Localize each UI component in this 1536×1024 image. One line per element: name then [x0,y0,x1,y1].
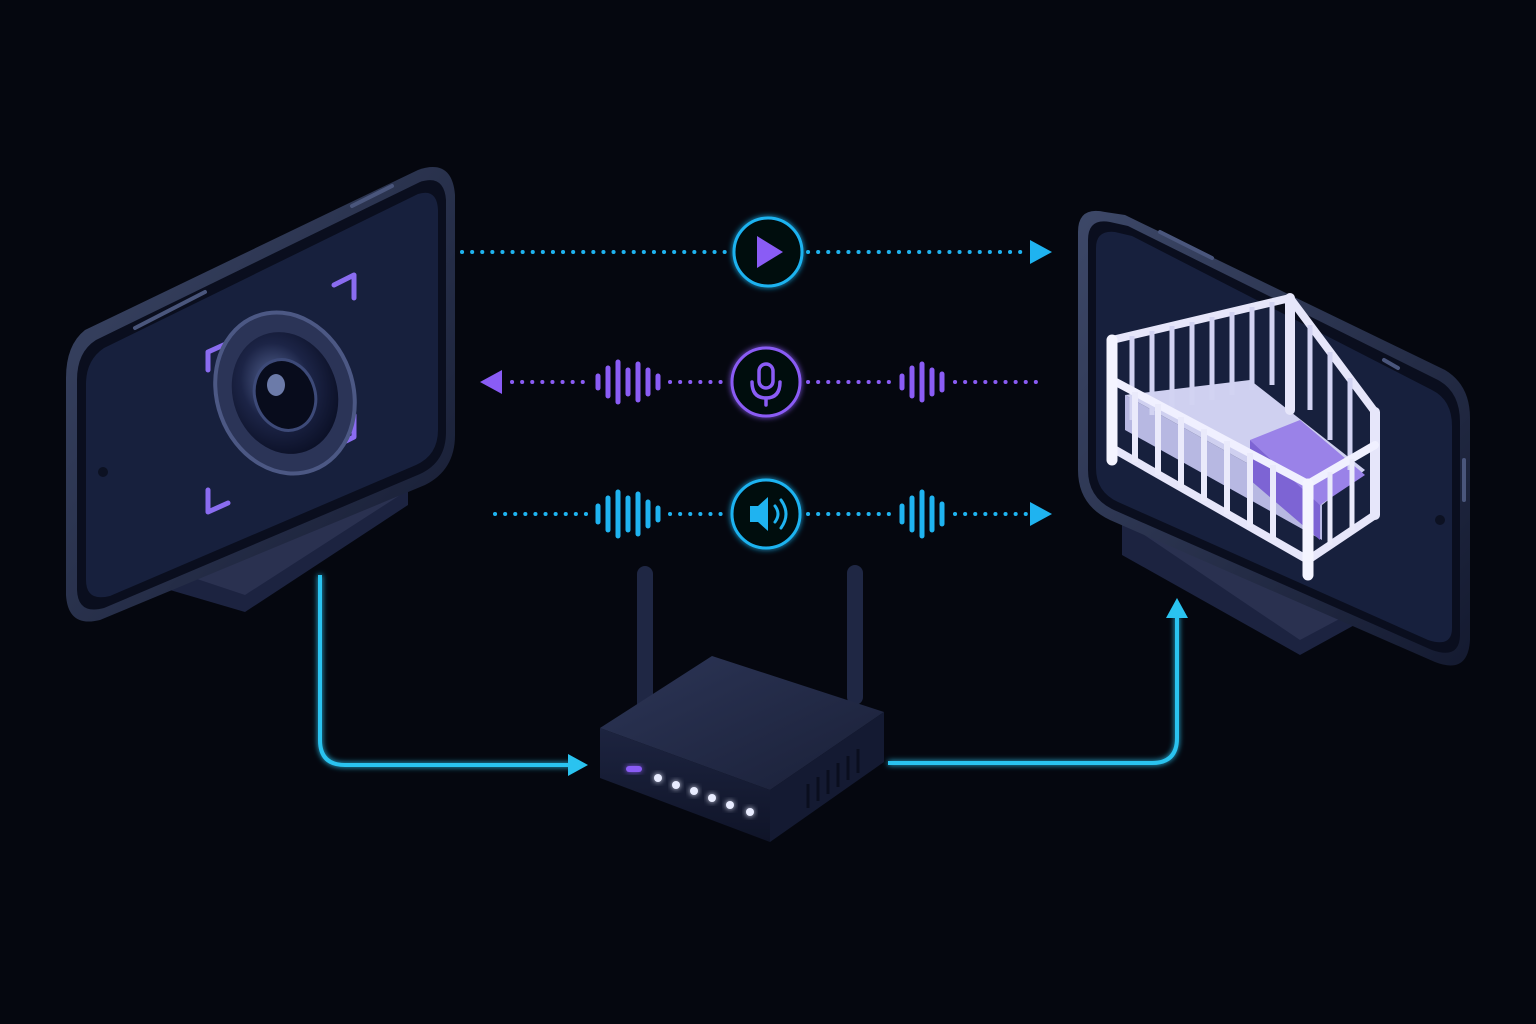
video-stream [460,216,1052,288]
microphone-icon [750,362,782,407]
network-link-router-to-viewer [888,598,1188,765]
microphone-stream-badge [730,346,802,418]
router-status-leds [626,766,754,816]
crib-icon [1106,293,1380,581]
network-link-camera-to-router [318,575,588,776]
router-antenna [637,566,653,716]
arrow-up-icon [1166,598,1188,618]
router-power-led [626,766,642,772]
camera-lens-icon [205,272,357,515]
router-led [726,801,734,809]
waveform-icon [595,489,661,539]
router-led [672,781,680,789]
microphone-stream [480,346,1042,418]
router-led [708,794,716,802]
router-led [746,808,754,816]
waveform-icon [899,489,945,539]
speaker-stream [493,478,1052,550]
arrow-right-icon [1030,502,1052,526]
wifi-router-icon [600,565,884,842]
camera-phone [66,167,455,622]
play-icon [757,236,783,268]
arrow-left-icon [480,370,502,394]
waveform-icon [595,359,661,405]
arrow-right-icon [1030,240,1052,264]
arrow-right-icon [568,754,588,776]
waveform-icon [899,361,945,403]
viewer-phone [1078,210,1470,666]
wifi-router [600,565,884,842]
speaker-icon [750,497,788,531]
router-led [690,787,698,795]
router-antenna [847,565,863,705]
router-led [654,774,662,782]
